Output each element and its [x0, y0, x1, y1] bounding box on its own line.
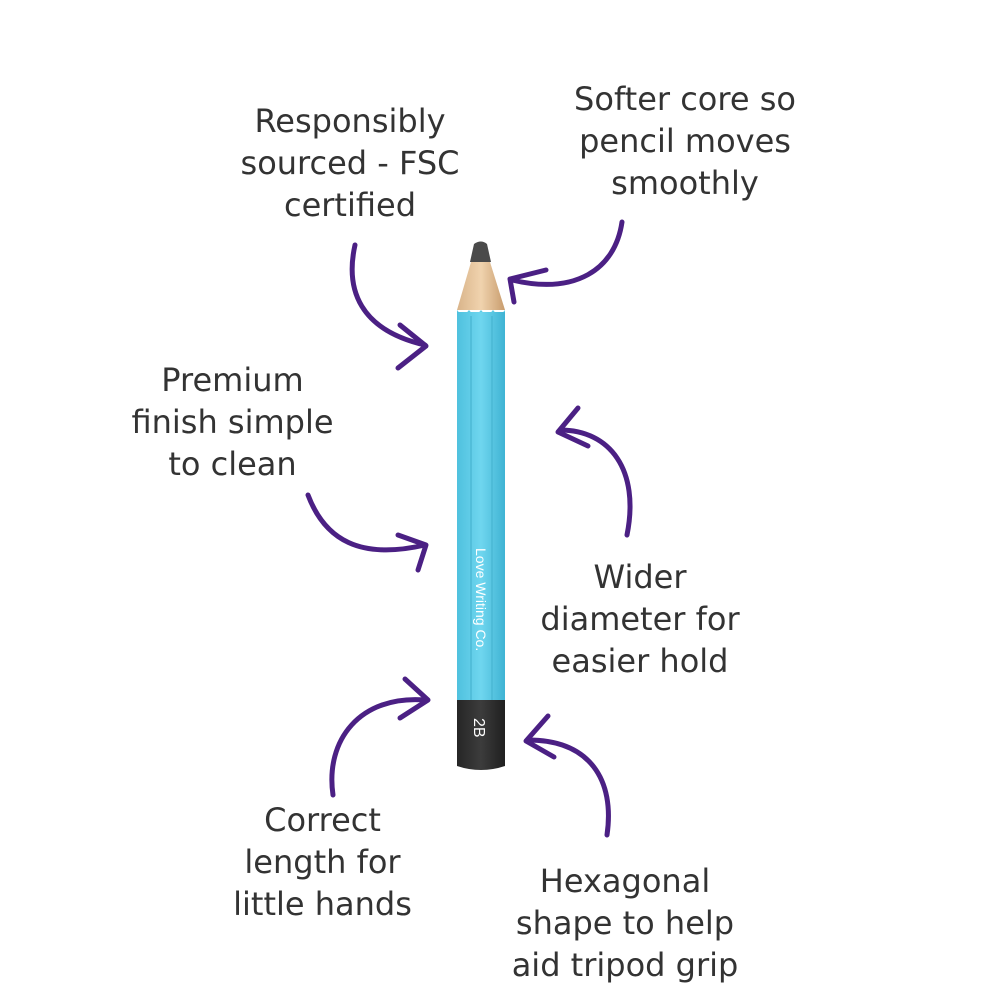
arrow-softer: [507, 219, 625, 305]
callout-wider-diameter: Wider diameter for easier hold: [540, 558, 740, 680]
callout-sourced: Responsibly sourced - FSC certified: [240, 102, 460, 224]
arrow-sourced: [349, 242, 429, 371]
pencil-brand-text: Love Writing Co.: [473, 548, 489, 651]
pencil-grade-text: 2B: [470, 718, 487, 738]
pencil-cap: [457, 700, 505, 770]
arrow-hexagonal: [523, 713, 611, 838]
callout-softer-core: Softer core so pencil moves smoothly: [574, 80, 796, 202]
pencil-lead: [470, 241, 491, 262]
arrow-premium: [305, 492, 429, 573]
arrow-wider: [555, 405, 633, 538]
pencil-body: [457, 312, 505, 700]
pencil: Love Writing Co. 2B: [457, 241, 505, 770]
pencil-wood-tip: [457, 262, 505, 310]
callout-premium-finish: Premium finish simple to clean: [131, 361, 334, 483]
callout-hexagonal-shape: Hexagonal shape to help aid tripod grip: [511, 862, 739, 984]
arrows: [305, 219, 633, 838]
callout-correct-length: Correct length for little hands: [233, 801, 412, 923]
arrow-length: [329, 676, 431, 798]
